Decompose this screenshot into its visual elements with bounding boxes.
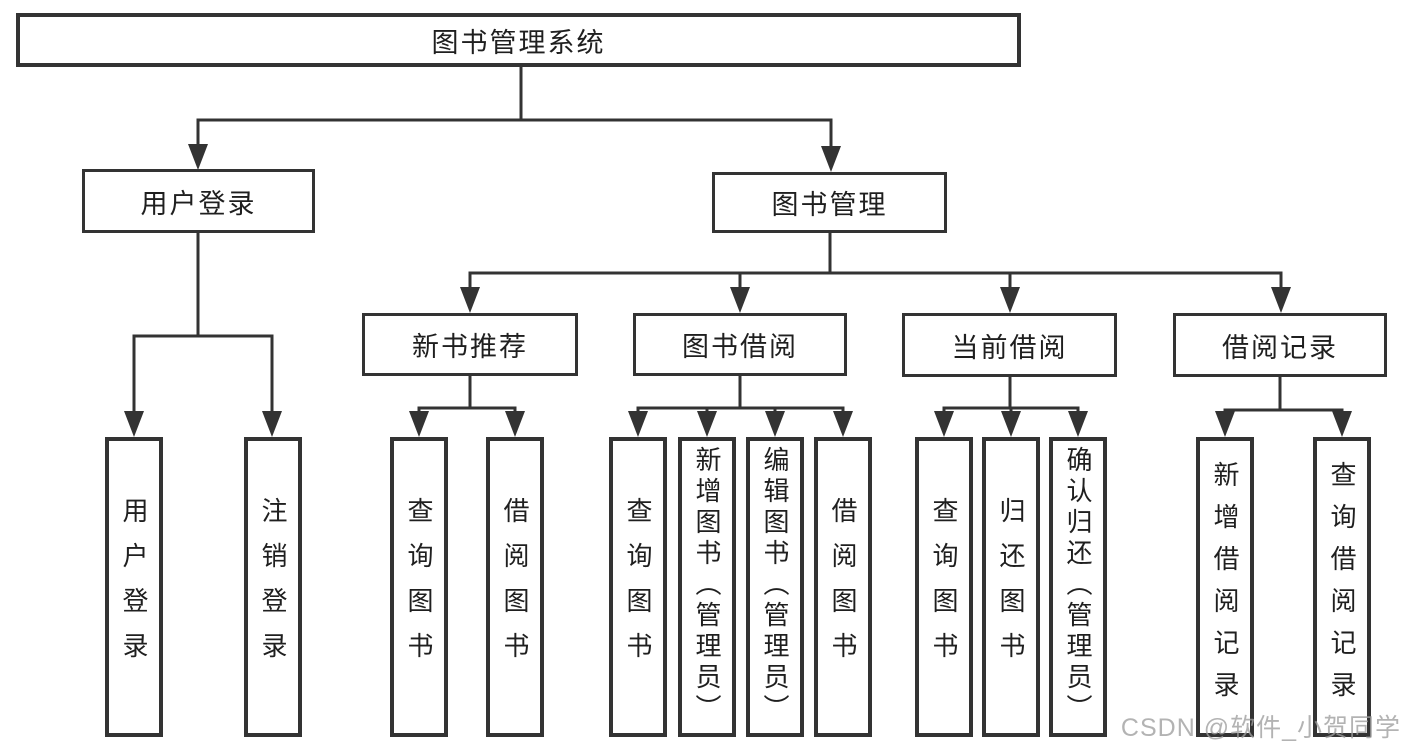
node-current-borrow: 当前借阅 [902,313,1117,377]
leaf-current-confirm-return-admin-label: 确认归还（管理员） [1063,446,1093,725]
leaf-newrec-borrow-books: 借阅图书 [486,437,544,737]
leaf-records-add-record: 新增借阅记录 [1196,437,1254,737]
leaf-user-login: 用户登录 [105,437,163,737]
leaf-current-query-books-label: 查询图书 [929,497,959,677]
node-new-book-recommend: 新书推荐 [362,313,578,376]
node-borrow-records-label: 借阅记录 [1222,332,1338,363]
leaf-borrow-query-books-label: 查询图书 [623,497,653,677]
node-current-borrow-label: 当前借阅 [951,332,1068,363]
node-user-login: 用户登录 [82,169,315,233]
leaf-logout-label: 注销登录 [258,497,288,677]
node-root-label: 图书管理系统 [431,27,606,58]
leaf-current-query-books: 查询图书 [915,437,973,737]
leaf-borrow-query-books: 查询图书 [609,437,667,737]
leaf-borrow-add-books-admin-label: 新增图书（管理员） [692,446,722,725]
leaf-current-return-books-label: 归还图书 [996,497,1026,677]
leaf-newrec-borrow-books-label: 借阅图书 [500,497,530,677]
node-book-management: 图书管理 [712,172,947,233]
node-user-login-label: 用户登录 [140,188,257,219]
leaf-newrec-query-books: 查询图书 [390,437,448,737]
leaf-borrow-add-books-admin: 新增图书（管理员） [678,437,736,737]
leaf-current-return-books: 归还图书 [982,437,1040,737]
csdn-watermark: CSDN @软件_小贺同学 [1120,714,1401,742]
leaf-records-add-record-label: 新增借阅记录 [1210,461,1240,713]
node-new-book-recommend-label: 新书推荐 [412,332,528,362]
leaf-newrec-query-books-label: 查询图书 [404,497,434,677]
leaf-records-query-record: 查询借阅记录 [1313,437,1371,737]
leaf-borrow-borrow-books-label: 借阅图书 [828,497,858,677]
node-borrow-records: 借阅记录 [1173,313,1387,377]
leaf-borrow-borrow-books: 借阅图书 [814,437,872,737]
leaf-records-query-record-label: 查询借阅记录 [1327,461,1357,713]
node-root: 图书管理系统 [16,13,1021,67]
leaf-current-confirm-return-admin: 确认归还（管理员） [1049,437,1107,737]
node-book-borrow: 图书借阅 [633,313,847,376]
arrowheads [124,144,1352,437]
node-book-management-label: 图书管理 [771,190,888,220]
node-book-borrow-label: 图书借阅 [682,332,798,362]
leaf-borrow-edit-books-admin-label: 编辑图书（管理员） [760,446,790,725]
leaf-user-login-label: 用户登录 [119,497,149,677]
leaf-logout: 注销登录 [244,437,302,737]
leaf-borrow-edit-books-admin: 编辑图书（管理员） [746,437,804,737]
